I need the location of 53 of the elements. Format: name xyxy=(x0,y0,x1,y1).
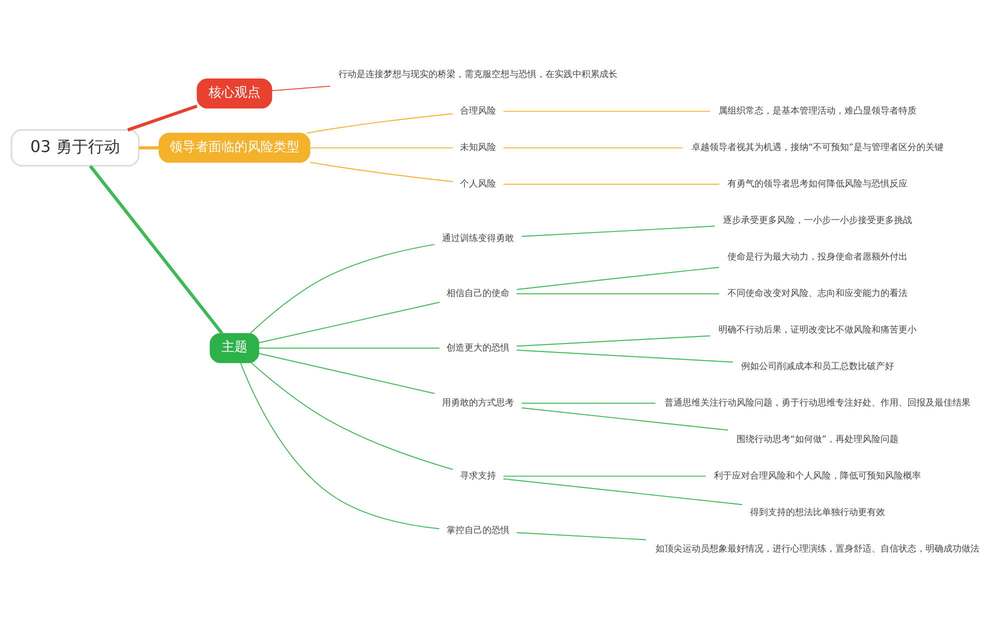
connector xyxy=(516,334,711,346)
connector xyxy=(503,183,720,184)
node-text: 卓越领导者视其为机遇，接纳“不可预知”是与管理者区分的关键 xyxy=(691,142,944,153)
connector xyxy=(521,406,729,430)
connector xyxy=(138,146,160,149)
node-text: 未知风险 xyxy=(460,142,496,153)
node-text: 如顶尖运动员想象最好情况，进行心理演练，置身舒适、自信状态，明确成功做法 xyxy=(655,544,980,554)
connector xyxy=(271,85,331,91)
connector xyxy=(88,164,224,334)
connector xyxy=(516,266,720,290)
node-text: 围绕行动思考“如何做”，再处理风险问题 xyxy=(736,434,899,444)
connector xyxy=(503,110,711,112)
node-box: 领导者面临的风险类型 xyxy=(158,132,310,162)
connector xyxy=(258,352,435,394)
node-text: 合理风险 xyxy=(460,106,496,116)
node-box: 03 勇于行动 xyxy=(10,128,140,166)
node-text: 掌控自己的恐惧 xyxy=(446,525,510,536)
connector xyxy=(503,478,743,505)
connector xyxy=(258,301,440,343)
node-text: 行动是连接梦想与现实的桥梁，需克服空想与恐惧，在实践中积累成长 xyxy=(338,70,618,80)
node-text: 有勇气的领导者思考如何降低风险与恐惧反应 xyxy=(727,179,908,190)
connector xyxy=(516,532,646,540)
node-text: 寻求支持 xyxy=(460,470,496,481)
node-text: 不同使命改变对风险、志向和应变能力的看法 xyxy=(727,288,908,299)
node-box: 核心观点 xyxy=(196,78,272,108)
node-text: 得到支持的想法比单独行动更有效 xyxy=(750,507,885,518)
connector xyxy=(516,349,734,362)
node-text: 属组织常态，是基本管理活动，难凸显领导者特质 xyxy=(718,106,916,116)
node-text: 相信自己的使命 xyxy=(446,288,510,299)
connector xyxy=(503,146,684,148)
node-text: 使命是行为最大动力，投身使命者愿额外付出 xyxy=(727,252,908,262)
connector xyxy=(310,161,454,182)
node-text: 利于应对合理风险和个人风险，降低可预知风险概率 xyxy=(714,470,921,481)
node-text: 普通思维关注行动风险问题，勇于行动思维专注好处、作用、回报及最佳结果 xyxy=(664,398,970,408)
node-text: 例如公司削减成本和员工总数比破产好 xyxy=(740,362,894,372)
node-text: 创造更大的恐惧 xyxy=(446,342,510,353)
connector xyxy=(310,146,454,148)
connector xyxy=(240,362,440,529)
connector xyxy=(503,475,706,476)
connector xyxy=(258,347,440,348)
node-text: 个人风险 xyxy=(460,179,496,190)
node-text: 逐步承受更多风险，一小步一小步接受更多挑战 xyxy=(722,216,912,226)
connector xyxy=(250,362,454,470)
node-text: 用勇敢的方式思考 xyxy=(442,398,514,408)
connector xyxy=(521,402,656,404)
connector xyxy=(306,112,454,134)
connector xyxy=(516,292,720,294)
connector xyxy=(250,243,435,334)
node-text: 明确不行动后果，证明改变比不做风险和痛苦更小 xyxy=(718,325,916,336)
node-box: 主题 xyxy=(210,332,260,363)
node-text: 通过训练变得勇敢 xyxy=(442,233,514,244)
connector xyxy=(521,225,716,236)
connector xyxy=(127,104,198,131)
